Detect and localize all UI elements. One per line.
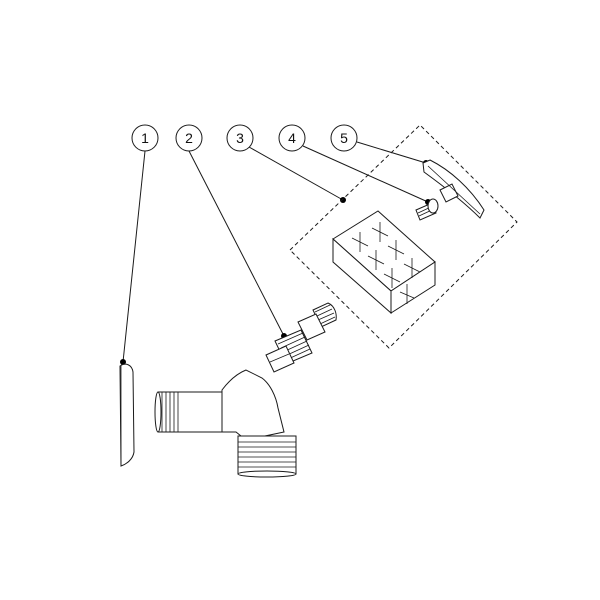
callout-1: 1 (131, 124, 159, 152)
part-1-cover-plate (119, 363, 135, 467)
callout-2: 2 (175, 124, 203, 152)
kit-boundary-dashed (289, 124, 518, 349)
leader-line-2 (188, 150, 285, 337)
leader-line-4 (302, 145, 429, 203)
callout-1-label: 1 (141, 130, 149, 146)
leader-lines (120, 141, 431, 365)
callout-5-label: 5 (340, 130, 348, 146)
part-4-screw (415, 198, 439, 221)
leader-line-1 (122, 150, 146, 363)
callout-3-label: 3 (236, 130, 244, 146)
callout-4-label: 4 (288, 130, 296, 146)
leader-dot-1 (120, 359, 126, 365)
part-3-detail-marks (351, 222, 421, 304)
callout-5: 5 (330, 124, 358, 152)
leader-dot-3 (340, 197, 346, 203)
part-5-cap (422, 159, 485, 219)
callout-3: 3 (226, 124, 254, 152)
leader-line-3 (248, 146, 344, 201)
callout-2-label: 2 (185, 130, 193, 146)
valve-body (154, 369, 297, 478)
part-3-handle-block (332, 210, 436, 315)
callout-4: 4 (278, 124, 306, 152)
part-2-cartridge (265, 302, 337, 373)
